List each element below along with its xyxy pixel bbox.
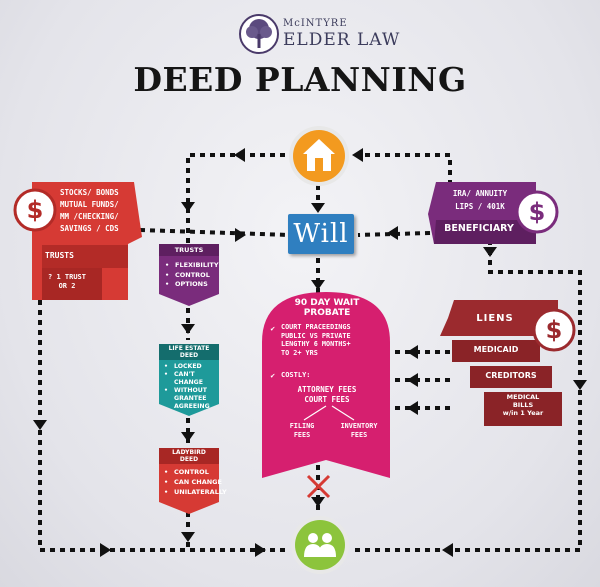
brand-line1: McINTYRE [283, 18, 348, 29]
blocked-x-mark [306, 474, 331, 499]
life-estate-item: WITHOUT GRANTEE AGREEING [164, 387, 216, 411]
trusts-item: CONTROL [165, 271, 219, 281]
connector-beneficiary-house [355, 153, 452, 185]
connector-assets-heirs [38, 300, 290, 552]
probate-title: 90 DAY WAIT PROBATE [294, 298, 360, 318]
house-icon [289, 126, 349, 186]
will-box: Will [288, 214, 354, 254]
liens-creditors: CREDITORS [485, 371, 537, 380]
ladybird-item: UNILATERALLY [164, 487, 227, 497]
probate-check2: COSTLY: [281, 371, 311, 379]
life-estate-header: LIFE ESTATE DEED [168, 345, 210, 359]
assets-list: STOCKS/ BONDS MUTUAL FUNDS/ MM /CHECKING… [60, 187, 140, 235]
fees-split-arrows [303, 405, 355, 421]
beneficiary-label: BENEFICIARY [444, 223, 514, 234]
ladybird-items: CONTROL CAN CHANGE UNILATERALLY [164, 467, 227, 497]
will-label: Will [293, 219, 349, 249]
probate-shape [262, 292, 390, 478]
liens-medical-bills: MEDICAL BILLS w/in 1 Year [502, 393, 544, 417]
svg-text:$: $ [529, 198, 546, 226]
probate-filing: FILING FEES [289, 422, 315, 439]
life-estate-item: CAN'T CHANGE [164, 371, 216, 387]
tree-logo-icon [239, 14, 279, 54]
beneficiary-line: LIPS / 401K [455, 202, 505, 211]
dollar-icon: $ [13, 188, 57, 232]
assets-shape [32, 182, 142, 300]
trusts-items: FLEXIBILITY CONTROL OPTIONS [165, 261, 219, 290]
liens-shape [440, 300, 562, 426]
trusts-item: FLEXIBILITY [165, 261, 219, 271]
trusts-header: TRUSTS [174, 246, 204, 254]
people-icon [291, 516, 349, 574]
asset-line: STOCKS/ BONDS [60, 188, 119, 197]
dollar-icon: $ [515, 190, 559, 234]
trusts-item: OPTIONS [165, 280, 219, 290]
assets-trust-or: ? 1 TRUST OR 2 [48, 273, 86, 290]
ladybird-item: CONTROL [164, 467, 227, 477]
dollar-icon: $ [532, 308, 576, 352]
assets-trusts-label: TRUSTS [45, 251, 74, 260]
page-title: DEED PLANNING [133, 60, 467, 99]
asset-line: MUTUAL FUNDS/ [60, 200, 119, 209]
life-estate-items: LOCKED CAN'T CHANGE WITHOUT GRANTEE AGRE… [164, 363, 216, 411]
probate-fees-b: COURT FEES [304, 395, 350, 404]
liens-title: LIENS [476, 313, 514, 324]
connector-house-trusts [186, 153, 285, 245]
beneficiary-line: IRA/ ANNUITY [452, 189, 508, 198]
probate-fees-a: ATTORNEY FEES [297, 385, 357, 394]
liens-medicaid: MEDICAID [473, 345, 519, 354]
life-estate-item: LOCKED [164, 363, 216, 371]
check-icon: ✔ [270, 372, 276, 380]
asset-line: MM /CHECKING/ [60, 212, 119, 221]
svg-text:$: $ [27, 196, 44, 224]
probate-check1: COURT PRACEEDINGS PUBLIC VS PRIVATE LENG… [281, 323, 351, 357]
beneficiary-list: IRA/ ANNUITY LIPS / 401K [440, 187, 520, 213]
asset-line: SAVINGS / CDS [60, 224, 119, 233]
connector-beneficiary-heirs [352, 240, 582, 552]
ladybird-header: LADYBIRD DEED [172, 449, 206, 463]
svg-text:$: $ [546, 316, 563, 344]
beneficiary-shape [428, 182, 536, 244]
check-icon: ✔ [270, 325, 276, 333]
brand-line2: ELDER LAW [283, 30, 401, 50]
probate-inventory: INVENTORY FEES [340, 422, 378, 439]
ladybird-item: CAN CHANGE [164, 477, 227, 487]
